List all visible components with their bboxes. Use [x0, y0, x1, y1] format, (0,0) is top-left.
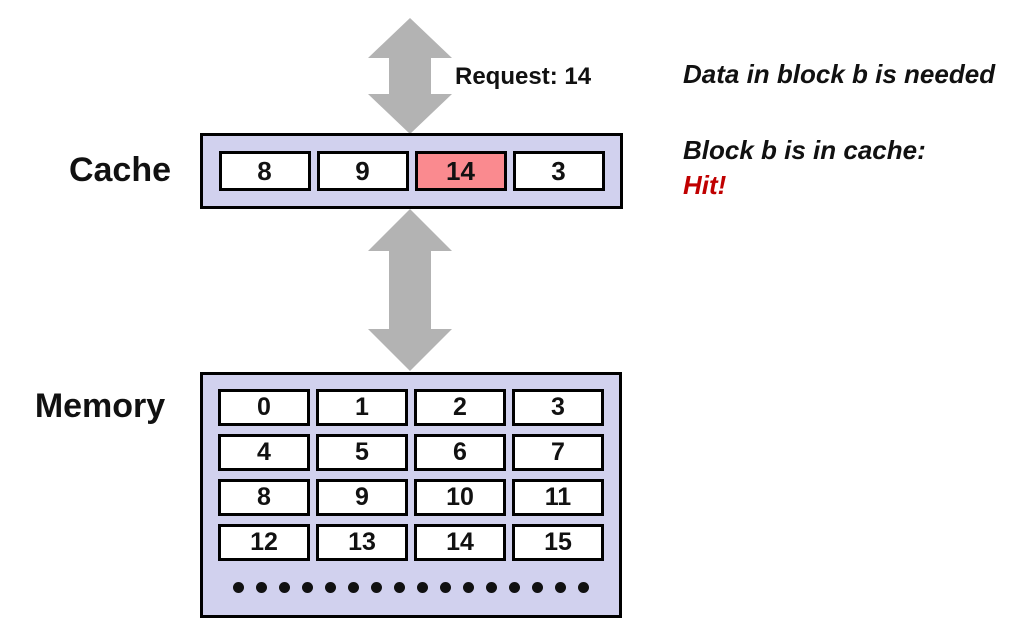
memory-cell: 4: [218, 434, 310, 471]
cache-cell: 9: [316, 151, 409, 191]
dot-icon: [325, 581, 336, 593]
cache-box: 8 9 14 3: [200, 133, 623, 209]
memory-cell: 11: [512, 479, 604, 516]
memory-cell: 10: [414, 479, 506, 516]
dot-icon: [440, 581, 451, 593]
memory-cell: 5: [316, 434, 408, 471]
memory-box: 0 1 2 3 4 5 6 7 8 9 10 11 12 13 14 15: [200, 372, 622, 618]
memory-label: Memory: [34, 387, 166, 425]
cache-memory-double-arrow-icon: [368, 209, 452, 371]
annotation-hit: Hit!: [683, 170, 727, 200]
dot-icon: [509, 581, 520, 593]
memory-cell: 1: [316, 389, 408, 426]
dot-icon: [394, 581, 405, 593]
memory-cell: 7: [512, 434, 604, 471]
cache-cell-hit: 14: [414, 151, 507, 191]
dot-icon: [417, 581, 428, 593]
dot-icon: [256, 581, 267, 593]
dot-icon: [302, 581, 313, 593]
memory-cell: 15: [512, 524, 604, 561]
memory-cell: 8: [218, 479, 310, 516]
memory-cell: 9: [316, 479, 408, 516]
dot-icon: [486, 581, 497, 593]
dot-icon: [578, 581, 589, 593]
dot-icon: [371, 581, 382, 593]
memory-cell: 12: [218, 524, 310, 561]
cache-label: Cache: [68, 151, 172, 189]
memory-ellipsis-dots: [203, 581, 619, 593]
annotation-block-in-cache: Block b is in cache: Hit!: [683, 133, 926, 203]
cache-cell: 8: [218, 151, 311, 191]
memory-cell: 13: [316, 524, 408, 561]
annotation-block-in-cache-text: Block b is in cache:: [683, 135, 926, 165]
dot-icon: [348, 581, 359, 593]
request-label: Request: 14: [455, 63, 592, 90]
memory-cell: 0: [218, 389, 310, 426]
dot-icon: [555, 581, 566, 593]
dot-icon: [532, 581, 543, 593]
memory-cell: 14: [414, 524, 506, 561]
memory-grid: 0 1 2 3 4 5 6 7 8 9 10 11 12 13 14 15: [203, 389, 619, 561]
memory-cell: 2: [414, 389, 506, 426]
dot-icon: [233, 581, 244, 593]
annotation-data-needed: Data in block b is needed: [683, 59, 996, 89]
dot-icon: [463, 581, 474, 593]
request-double-arrow-icon: [368, 18, 452, 134]
dot-icon: [279, 581, 290, 593]
memory-cell: 6: [414, 434, 506, 471]
cache-cell: 3: [512, 151, 605, 191]
memory-cell: 3: [512, 389, 604, 426]
